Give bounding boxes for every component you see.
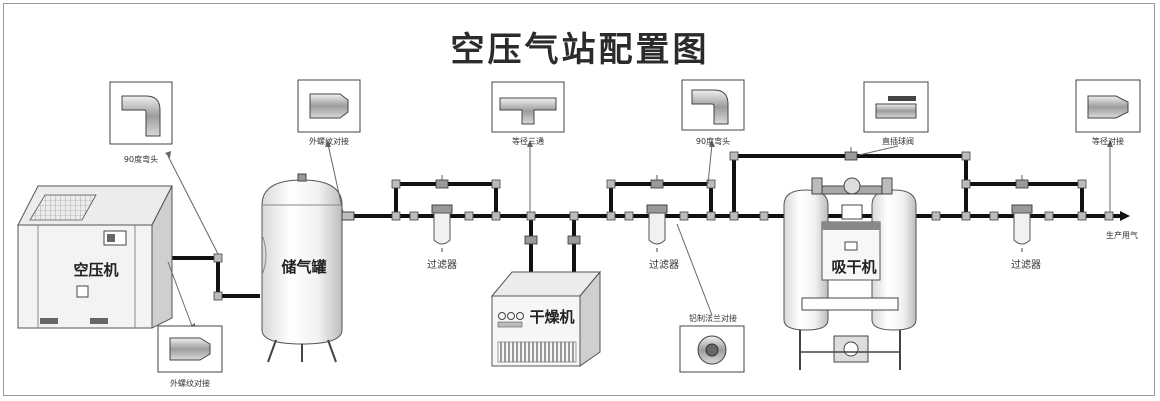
diagram-frame xyxy=(3,3,1155,396)
valves xyxy=(435,147,1029,245)
fitting-male-thread-tank[interactable]: 外螺纹对接 xyxy=(297,79,361,146)
callout-label: 外螺纹对接 xyxy=(170,378,210,388)
filter-3-label: 过滤器 xyxy=(1011,258,1041,271)
callout-label: 直插球阀 xyxy=(882,136,914,146)
coupling-icon xyxy=(1087,95,1129,119)
elbow-icon xyxy=(121,95,161,137)
callout-leaders xyxy=(167,143,1111,327)
tee-icon xyxy=(499,97,557,125)
callout-label: 90度弯头 xyxy=(124,154,158,164)
fitting-equal-tee[interactable]: 等径三通 xyxy=(491,81,565,146)
filter-2-label: 过滤器 xyxy=(649,258,679,271)
tank-label: 储气罐 xyxy=(281,258,326,276)
fitting-elbow-left[interactable]: 90度弯头 xyxy=(109,81,173,164)
adsorption-dryer-label: 吸干机 xyxy=(831,258,876,276)
filter-1-label: 过滤器 xyxy=(427,258,457,271)
callout-label: 等径三通 xyxy=(512,136,544,146)
elbow-icon xyxy=(691,89,729,125)
callout-label: 外螺纹对接 xyxy=(309,136,349,146)
air-receiver-tank[interactable]: 储气罐 xyxy=(261,173,355,363)
outlet-arrow xyxy=(1120,211,1130,221)
filter-2[interactable]: 过滤器 xyxy=(646,204,679,271)
dryer-label: 干燥机 xyxy=(529,308,574,326)
fitting-ball-valve[interactable]: 直插球阀 xyxy=(863,81,929,146)
callout-label: 铝制法兰对接 xyxy=(689,313,737,323)
filter-1[interactable]: 过滤器 xyxy=(427,204,457,271)
coupling-icon xyxy=(169,337,211,361)
pipe-joints xyxy=(213,151,1114,301)
fitting-aluminum-flange[interactable]: 铝制法兰对接 xyxy=(679,313,745,373)
fitting-elbow-right[interactable]: 90度弯头 xyxy=(681,79,745,146)
outlet-label: 生产用气 xyxy=(1106,230,1138,240)
refrigerated-dryer[interactable]: 干燥机 xyxy=(490,270,602,367)
page-title: 空压气站配置图 xyxy=(450,30,710,70)
adsorption-dryer[interactable]: 吸干机 xyxy=(783,177,917,370)
air-compressor[interactable]: 空压机 xyxy=(17,185,173,329)
callout-label: 等径对接 xyxy=(1092,136,1124,146)
compressor-label: 空压机 xyxy=(73,261,118,279)
coupling-icon xyxy=(309,93,349,119)
filter-3[interactable]: 过滤器 xyxy=(1011,204,1041,271)
callout-label: 90度弯头 xyxy=(696,136,730,146)
fitting-male-thread-bottom[interactable]: 外螺纹对接 xyxy=(157,325,223,388)
fitting-equal-straight[interactable]: 等径对接 xyxy=(1075,79,1141,146)
